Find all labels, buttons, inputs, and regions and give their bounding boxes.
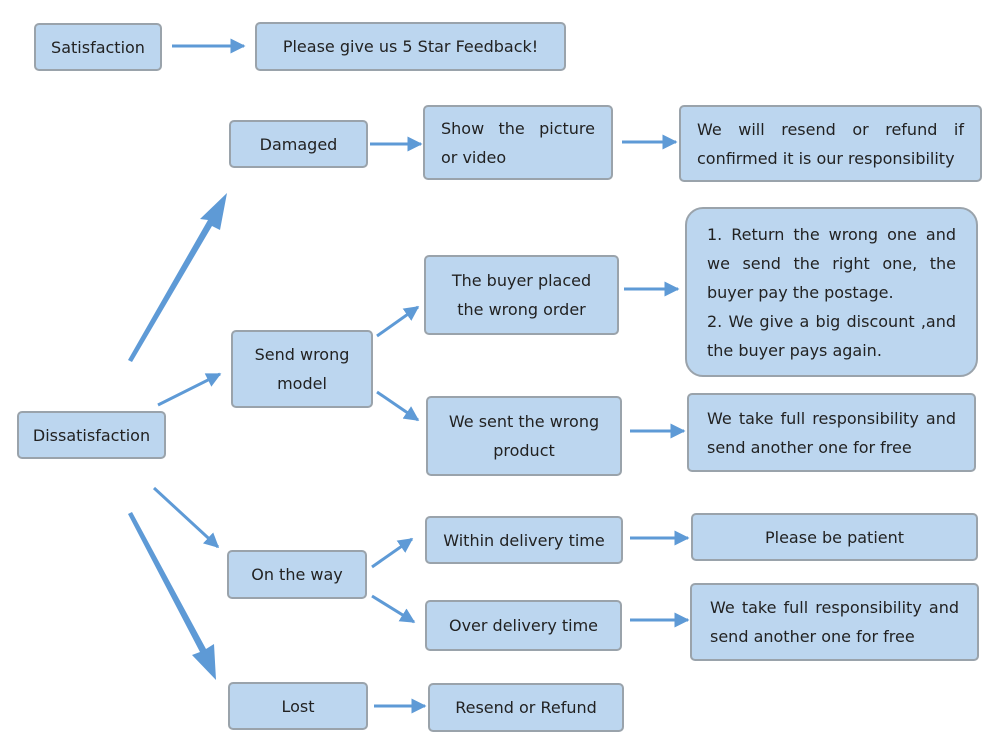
return-options-box: 1. Return the wrong one and we send the …: [685, 207, 978, 377]
on-the-way-box: On the way: [227, 550, 367, 599]
lost-box: Lost: [228, 682, 368, 730]
arrow-dissat-damaged: [128, 193, 227, 362]
arrow-otw-within: [371, 537, 414, 569]
we-sent-wrong-box: We sent the wrong product: [426, 396, 622, 476]
arrow-swm-sent-wrong: [376, 390, 420, 422]
send-wrong-model-label: Send wrong model: [254, 345, 350, 393]
arrow-otw-over: [371, 594, 416, 624]
full-responsibility-1-label: We take full responsibility and send ano…: [707, 408, 956, 457]
satisfaction-label: Satisfaction: [51, 37, 145, 57]
within-delivery-label: Within delivery time: [443, 530, 605, 550]
show-picture-box: Show the picture or video: [423, 105, 613, 180]
over-delivery-box: Over delivery time: [425, 600, 622, 651]
resend-or-refund-box: Resend or Refund: [428, 683, 624, 732]
we-sent-wrong-label: We sent the wrong product: [448, 412, 600, 460]
within-delivery-box: Within delivery time: [425, 516, 623, 564]
damaged-box: Damaged: [229, 120, 368, 168]
return-wrong-one-label: 1. Return the wrong one and we send the …: [707, 224, 956, 302]
be-patient-label: Please be patient: [764, 527, 905, 547]
full-responsibility-1-box: We take full responsibility and send ano…: [687, 393, 976, 472]
on-the-way-label: On the way: [251, 565, 343, 584]
arrow-dissat-lost: [128, 512, 216, 680]
full-responsibility-2-label: We take full responsibility and send ano…: [710, 598, 959, 646]
arrow-dissat-otw: [152, 486, 220, 549]
show-picture-label: Show the picture or video: [441, 118, 595, 167]
feedback-box: Please give us 5 Star Feedback!: [255, 22, 566, 71]
lost-label: Lost: [281, 696, 315, 716]
big-discount-label: 2. We give a big discount ,and the buyer…: [707, 311, 956, 360]
buyer-wrong-order-box: The buyer placed the wrong order: [424, 255, 619, 335]
arrow-dissat-swm: [157, 372, 222, 407]
feedback-label: Please give us 5 Star Feedback!: [282, 37, 539, 56]
be-patient-box: Please be patient: [691, 513, 978, 561]
over-delivery-label: Over delivery time: [448, 616, 599, 635]
return-options-text: 1. Return the wrong one and we send the …: [707, 220, 956, 365]
dissatisfaction-label: Dissatisfaction: [32, 425, 151, 445]
send-wrong-model-box: Send wrong model: [231, 330, 373, 408]
dissatisfaction-box: Dissatisfaction: [17, 411, 166, 459]
arrow-swm-buyer-order: [376, 305, 420, 338]
resend-if-confirmed-box: We will resend or refund if confirmed it…: [679, 105, 982, 182]
satisfaction-box: Satisfaction: [34, 23, 162, 71]
resend-or-refund-label: Resend or Refund: [455, 698, 597, 717]
damaged-label: Damaged: [259, 134, 338, 154]
full-responsibility-2-box: We take full responsibility and send ano…: [690, 583, 979, 661]
buyer-wrong-order-label: The buyer placed the wrong order: [451, 271, 592, 319]
resend-if-confirmed-label: We will resend or refund if confirmed it…: [697, 119, 964, 168]
